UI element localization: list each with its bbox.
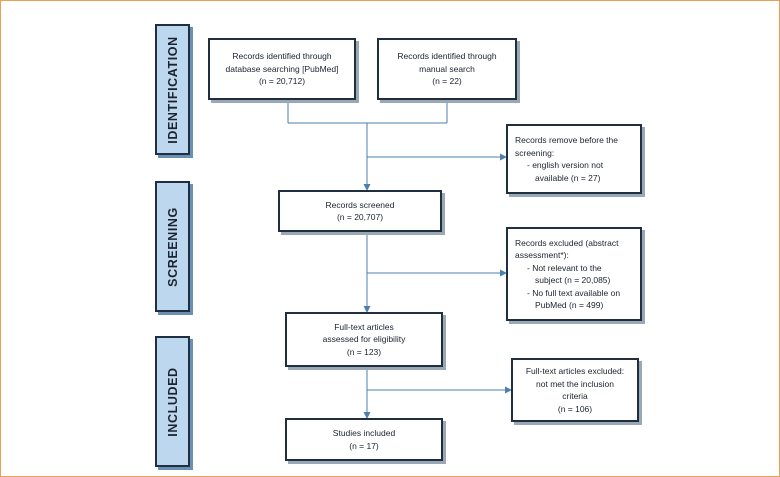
box-fulltext-excluded: Full-text articles excluded: not met the… <box>511 358 639 422</box>
records-screened-line-1: Records screened <box>325 199 395 210</box>
excluded-line-1: Records excluded (abstract <box>515 237 619 248</box>
phase-identification: IDENTIFICATION <box>155 24 190 155</box>
phase-screening-label: SCREENING <box>165 206 180 287</box>
fulltext-assessed-line-2: assessed for eligibility <box>322 334 406 345</box>
fulltext-excluded-line-3: criteria <box>562 391 588 401</box>
studies-included-line-2: (n = 17) <box>349 440 379 451</box>
phase-identification-label: IDENTIFICATION <box>165 35 180 144</box>
excluded-line-3: - Not relevant to the <box>527 262 602 273</box>
excluded-line-5: - No full text available on <box>527 287 621 298</box>
removed-line-3: - english version not <box>527 160 604 170</box>
excluded-line-6: PubMed (n = 499) <box>535 300 604 310</box>
fulltext-excluded-line-4: (n = 106) <box>557 403 593 414</box>
excluded-line-4: subject (n = 20,085) <box>535 275 611 285</box>
fulltext-assessed-line-3: (n = 123) <box>346 346 382 357</box>
excluded-line-2: assessment*): <box>515 250 569 260</box>
manual-search-line-3: (n = 22) <box>432 76 462 87</box>
database-search-line-3: (n = 20,712) <box>258 76 306 87</box>
box-studies-included: Studies included (n = 17) <box>285 418 443 461</box>
box-fulltext-assessed: Full-text articles assessed for eligibil… <box>285 312 443 367</box>
database-search-line-2: database searching [PubMed] <box>225 63 339 74</box>
phase-included: INCLUDED <box>155 336 190 467</box>
box-records-excluded: Records excluded (abstract assessment*):… <box>506 227 642 321</box>
removed-line-4: available (n = 27) <box>535 172 601 183</box>
fulltext-excluded-line-1: Full-text articles excluded: <box>525 366 625 376</box>
records-screened-line-2: (n = 20,707) <box>336 212 384 222</box>
manual-search-line-1: Records identified through <box>397 51 497 62</box>
studies-included-line-1: Studies included <box>332 428 396 438</box>
box-records-screened: Records screened (n = 20,707) <box>278 190 442 232</box>
fulltext-excluded-line-2: not met the inclusion <box>536 378 614 389</box>
box-database-search: Records identified through database sear… <box>208 38 356 100</box>
fulltext-assessed-line-1: Full-text articles <box>334 321 394 332</box>
box-manual-search: Records identified through manual search… <box>377 38 517 100</box>
database-search-line-1: Records identified through <box>232 51 332 62</box>
phase-screening: SCREENING <box>155 181 190 312</box>
phase-included-label: INCLUDED <box>165 366 180 437</box>
removed-line-1: Records remove before the <box>515 135 618 145</box>
box-removed-before-screening: Records remove before the screening: - e… <box>506 124 642 194</box>
manual-search-line-2: manual search <box>419 63 475 74</box>
removed-line-2: screening: <box>515 147 555 158</box>
